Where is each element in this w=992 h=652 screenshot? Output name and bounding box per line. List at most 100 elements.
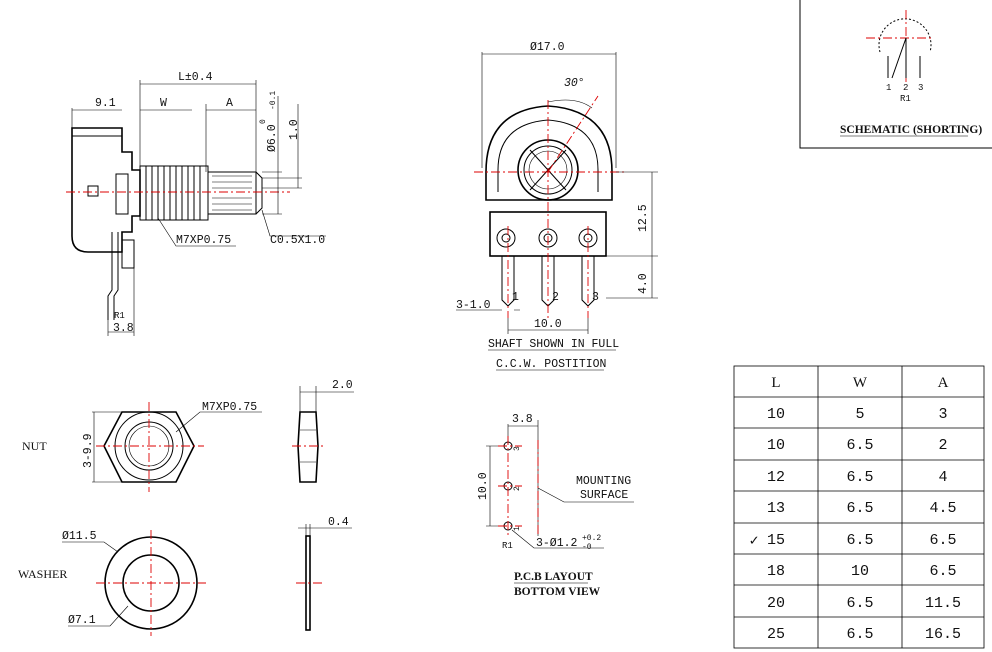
table-cell: 5 <box>855 406 864 423</box>
nut-centerlines <box>96 402 204 492</box>
dim-17-lines <box>481 52 617 168</box>
washer-thick-lines <box>298 524 352 536</box>
schematic-ref: R1 <box>900 94 911 104</box>
dim-L-lines <box>139 80 257 172</box>
side-view: L±0.4 9.1 W A Ø6.0 0 -0.1 1.0 M7XP0.75 C… <box>66 71 326 336</box>
washer-dim-inner: Ø7.1 <box>68 614 96 627</box>
nut-thread: M7XP0.75 <box>202 401 257 414</box>
dim-3-1: 3-1.0 <box>456 299 491 312</box>
nut-thread-leader <box>175 411 262 433</box>
pcb-dim-3-8-lines <box>507 420 539 536</box>
pcb-pin-3: 3 <box>513 446 522 451</box>
front-pin-1: 1 <box>512 291 519 304</box>
thread-lines <box>145 166 201 220</box>
shaft-chamfer <box>255 171 263 215</box>
pcb-centerlines <box>498 436 522 536</box>
table-column-rules <box>817 366 903 648</box>
dim-dia-lines <box>262 96 282 215</box>
table-cell: 2 <box>938 437 947 454</box>
table-cell: 6.5 <box>846 469 873 486</box>
dim-17: Ø17.0 <box>530 41 565 54</box>
table-cell: 6.5 <box>846 532 873 549</box>
pcb-pin-1: 1 <box>513 526 522 531</box>
washer-dim-outer: Ø11.5 <box>62 530 97 543</box>
nut-side <box>297 411 319 483</box>
terminal-tab <box>121 239 135 269</box>
pin-centerlines <box>507 226 589 318</box>
dim-3-8: 3.8 <box>113 322 134 335</box>
front-pin-2: 2 <box>552 291 559 304</box>
nut-thick-lines <box>299 386 354 412</box>
table-cell: 25 <box>767 626 785 643</box>
pcb-holes-tol-bot: -0 <box>582 543 592 552</box>
table-cell-selected: 15 <box>767 532 785 549</box>
pcb-dim-10-lines <box>486 445 500 527</box>
table-border <box>733 365 985 649</box>
schematic-frame <box>799 0 992 149</box>
table-cell: 4 <box>938 469 947 486</box>
angle-line <box>547 95 599 173</box>
table-cell: 11.5 <box>925 595 961 612</box>
dim-3-8-lines <box>107 268 135 336</box>
schematic-leads <box>887 37 921 79</box>
nut-dim-across: 3-9.9 <box>82 433 95 468</box>
table-cell: 6.5 <box>929 532 956 549</box>
pcb-holes-tol-top: +0.2 <box>582 534 601 543</box>
mounting-line1: MOUNTING <box>576 475 631 488</box>
shaft-knurl <box>212 175 252 211</box>
dim-shaft-tol-top: 0 <box>259 119 268 124</box>
dim-4-0: 4.0 <box>637 273 650 294</box>
dim-1-0: 1.0 <box>288 119 301 140</box>
bushing-collar <box>115 173 129 215</box>
dim-10-lines <box>507 318 589 334</box>
table-cell: 10 <box>851 563 869 580</box>
terminal-pin <box>107 232 119 320</box>
pcb-pin-2: 2 <box>513 486 522 491</box>
table-cell: 10 <box>767 406 785 423</box>
housing-outline <box>71 127 141 253</box>
washer-centerlines <box>96 530 206 636</box>
table-cell: 4.5 <box>929 500 956 517</box>
shaft <box>207 171 257 215</box>
washer-inner-leader <box>68 605 129 627</box>
holes-leader <box>511 529 604 549</box>
rotor-stub <box>87 185 99 197</box>
table-cell: 13 <box>767 500 785 517</box>
nut-dim-thick: 2.0 <box>332 379 353 392</box>
dim-shaft-tol-bot: -0.1 <box>269 91 278 110</box>
front-pin-3: 3 <box>592 291 599 304</box>
table-header-L: L <box>771 375 780 391</box>
washer-dim-thick: 0.4 <box>328 516 349 529</box>
dim-right-lines <box>606 171 658 299</box>
schematic-title: SCHEMATIC (SHORTING) <box>840 124 982 136</box>
table-cell: 6.5 <box>846 595 873 612</box>
table-cell: 6.5 <box>846 500 873 517</box>
dim-1-0-lines <box>262 104 302 189</box>
table-cell: 16.5 <box>925 626 961 643</box>
pcb-dim-3-8: 3.8 <box>512 413 533 426</box>
dim-shaft-dia: Ø6.0 <box>266 124 279 152</box>
table-cell: 12 <box>767 469 785 486</box>
mounting-line2: SURFACE <box>580 489 628 502</box>
table-header-W: W <box>853 375 868 391</box>
pin-label-r1: R1 <box>114 311 125 321</box>
schematic-centerlines <box>866 10 932 82</box>
angle-label: 30° <box>564 77 585 90</box>
nut-side-flats <box>300 429 316 463</box>
chamfer-callout: C0.5X1.0 <box>270 234 325 247</box>
pcb-ref: R1 <box>502 541 513 551</box>
pcb-title-line1: P.C.B LAYOUT <box>514 571 593 583</box>
washer-label: WASHER <box>18 567 67 581</box>
chamfer-leader <box>261 209 326 237</box>
table-cell: 10 <box>767 437 785 454</box>
table-cell: 6.5 <box>929 563 956 580</box>
washer-outer-leader <box>62 541 119 553</box>
front-view: Ø17.0 1 2 3 30° 12.5 4.0 <box>456 41 658 371</box>
dim-W: W <box>160 97 167 110</box>
schematic-pin-3: 3 <box>918 83 923 93</box>
pcb-title-line2: BOTTOM VIEW <box>514 586 601 598</box>
schematic-box: 1 2 3 R1 SCHEMATIC (SHORTING) <box>799 0 992 149</box>
check-mark-icon: ✓ <box>749 533 758 550</box>
